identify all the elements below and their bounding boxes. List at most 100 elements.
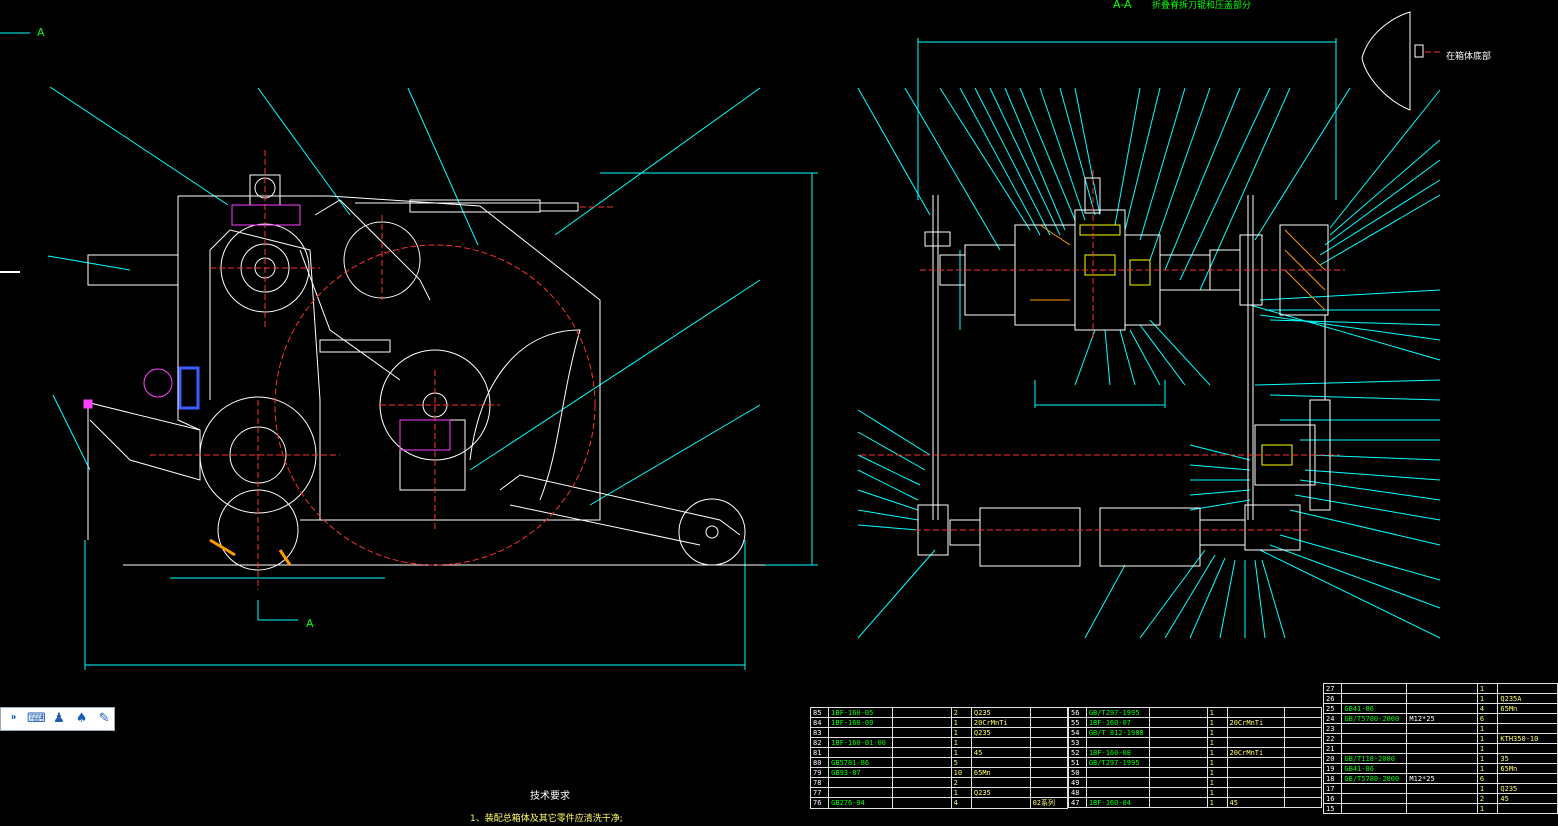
bom-cell: 81 bbox=[809, 747, 830, 758]
bom-cell bbox=[1341, 743, 1408, 754]
bom-cell bbox=[1226, 767, 1286, 778]
bom-cell: 20CrMnTi bbox=[1226, 747, 1286, 758]
bom-cell: 76 bbox=[809, 797, 830, 809]
bom-cell: GB41-86 bbox=[1341, 703, 1408, 714]
bom-cell: 1 bbox=[1476, 783, 1499, 794]
keyboard-icon[interactable]: ⌨ bbox=[27, 711, 46, 726]
bom-cell: 1BF-160-05 bbox=[828, 707, 893, 718]
bom-cell: 35 bbox=[1497, 753, 1558, 764]
bom-cell bbox=[1148, 727, 1208, 738]
bom-cell: Q235 bbox=[970, 727, 1031, 738]
bom-cell: 2 bbox=[950, 777, 972, 788]
wrench-icon[interactable]: ✎ bbox=[98, 711, 110, 726]
right-dimension-lines bbox=[917, 38, 1337, 408]
floating-toolbar: ⁍ ⌨ ♟ ♠ ✎ bbox=[0, 707, 115, 731]
bom-cell: KTH350-10 bbox=[1497, 733, 1558, 744]
bom-cell bbox=[1085, 737, 1150, 748]
bom-cell bbox=[1497, 713, 1558, 724]
bom-cell: 65Mn bbox=[1497, 703, 1558, 714]
bom-cell bbox=[828, 747, 893, 758]
bom-cell: 4 bbox=[1476, 703, 1499, 714]
bom-cell: 52 bbox=[1068, 747, 1087, 758]
bom-cell bbox=[891, 777, 952, 788]
bom-cell: Q235A bbox=[1497, 693, 1558, 704]
bom-cell: 1 bbox=[950, 727, 972, 738]
bom-cell bbox=[1085, 767, 1150, 778]
bom-cell bbox=[1497, 743, 1558, 754]
bom-cell: 1 bbox=[1206, 707, 1228, 718]
bom-row: 23 1 bbox=[1322, 723, 1558, 734]
tech-requirements-title: 技术要求 bbox=[530, 791, 570, 802]
bom-cell: 15 bbox=[1322, 803, 1343, 814]
bom-cell: 77 bbox=[809, 787, 830, 798]
bom-cell: 80 bbox=[809, 757, 830, 768]
bom-cell bbox=[1148, 707, 1208, 718]
bom-cell bbox=[1284, 707, 1322, 718]
bom-cell: GB/T5780-2000 bbox=[1341, 713, 1408, 724]
bom-cell: 1 bbox=[1206, 787, 1228, 798]
bom-cell bbox=[1148, 717, 1208, 728]
bom-cell: 82 bbox=[809, 737, 830, 748]
section-title: 折叠脊拆刀辊和压盖部分 bbox=[1152, 1, 1252, 11]
bom-cell: 48 bbox=[1068, 787, 1087, 798]
bom-cell: 23 bbox=[1322, 723, 1343, 734]
bom-cell bbox=[1341, 783, 1408, 794]
bom-cell: 25 bbox=[1322, 703, 1343, 714]
cursor-icon[interactable]: ⁍ bbox=[10, 711, 18, 726]
bom-cell bbox=[1341, 793, 1408, 804]
bom-cell: 45 bbox=[1497, 793, 1558, 804]
bom-cell bbox=[1029, 717, 1069, 728]
bom-cell bbox=[828, 727, 893, 738]
bom-cell bbox=[1284, 717, 1322, 728]
user-icon[interactable]: ♟ bbox=[53, 711, 65, 726]
bom-cell bbox=[1148, 737, 1208, 748]
bom-cell: 56 bbox=[1068, 707, 1087, 718]
bom-cell: 1 bbox=[1476, 733, 1499, 744]
left-centerlines bbox=[150, 150, 615, 590]
shirt-icon[interactable]: ♠ bbox=[75, 711, 88, 726]
bom-cell bbox=[1148, 767, 1208, 778]
bom-cell: GB/T297-1995 bbox=[1085, 707, 1150, 718]
bom-cell: 1 bbox=[1206, 737, 1228, 748]
bom-cell bbox=[1029, 737, 1069, 748]
bom-cell: 65Mn bbox=[970, 767, 1031, 778]
bom-cell bbox=[1497, 773, 1558, 784]
bom-cell bbox=[1226, 787, 1286, 798]
bom-cell bbox=[828, 787, 893, 798]
bom-cell bbox=[1284, 757, 1322, 768]
bom-cell: 51 bbox=[1068, 757, 1087, 768]
bom-cell bbox=[1406, 693, 1478, 704]
bom-cell: 21 bbox=[1322, 743, 1343, 754]
bom-cell bbox=[1029, 767, 1069, 778]
bom-cell bbox=[1284, 747, 1322, 758]
bom-cell bbox=[1029, 707, 1069, 718]
bom-cell bbox=[1226, 727, 1286, 738]
bom-cell: 1 bbox=[1476, 723, 1499, 734]
bom-cell: 10 bbox=[950, 767, 972, 778]
bom-cell bbox=[891, 727, 952, 738]
bom-cell bbox=[1148, 757, 1208, 768]
bom-cell bbox=[1406, 733, 1478, 744]
bom-cell bbox=[1226, 707, 1286, 718]
bom-cell: 5 bbox=[950, 757, 972, 768]
bom-cell: GB/T 812-1988 bbox=[1085, 727, 1150, 738]
bom-cell bbox=[1029, 747, 1069, 758]
bom-cell bbox=[1406, 703, 1478, 714]
bom-cell bbox=[1341, 733, 1408, 744]
bom-cell: 1 bbox=[1206, 777, 1228, 788]
bom-cell: 18 bbox=[1322, 773, 1343, 784]
bom-cell: 83 bbox=[809, 727, 830, 738]
bom-cell: 79 bbox=[809, 767, 830, 778]
bom-cell: 1 bbox=[1206, 747, 1228, 758]
bom-cell bbox=[1029, 757, 1069, 768]
